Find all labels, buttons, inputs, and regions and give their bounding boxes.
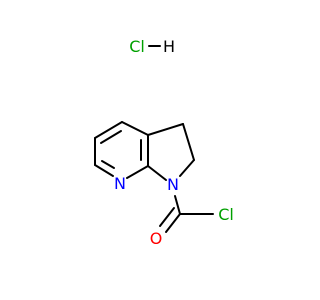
hcl-chlorine-label: Cl [129, 37, 145, 56]
bond-c6-n7 [94, 164, 114, 177]
amide-nitrogen-label: N [167, 175, 179, 194]
chemical-structure-diagram: Cl H N N O Cl [94, 37, 234, 248]
bond-n7-c7a [126, 165, 149, 179]
bond-c3a-c3 [147, 123, 184, 136]
bond-c3a-c4 [121, 121, 149, 136]
hydrochloride-salt: Cl H [129, 37, 175, 56]
bond-c-o [165, 213, 181, 233]
bond-c2-n1 [179, 159, 195, 177]
pyrroline-ring [147, 123, 195, 181]
bond-c6-n7-double [101, 160, 115, 169]
bond-c3-c2 [182, 123, 195, 161]
acyl-chlorine-label: Cl [218, 205, 234, 224]
bond-c4-c5-double [100, 130, 122, 144]
bond-c7a-n1 [147, 165, 167, 181]
bond-c4-c5 [94, 121, 123, 139]
hcl-hydrogen-label: H [163, 37, 175, 56]
carbonyl-chloride-group [159, 195, 214, 233]
carbonyl-oxygen-label: O [150, 229, 163, 248]
bond-n1-carbonyl-c [174, 195, 181, 215]
pyridine-ring [94, 121, 149, 179]
bond-c-o-double [159, 207, 175, 227]
pyridine-nitrogen-label: N [114, 174, 126, 193]
